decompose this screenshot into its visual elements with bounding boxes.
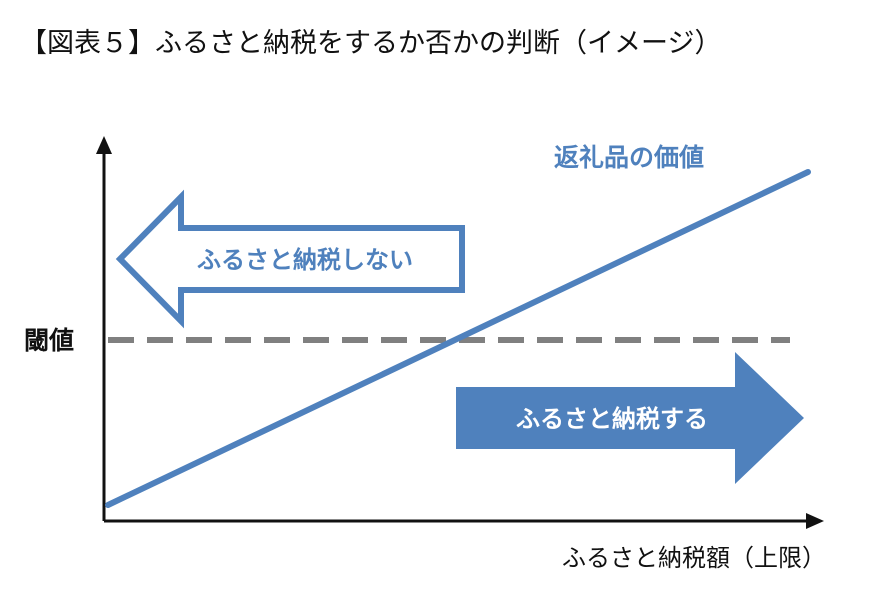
- x-axis-label: ふるさと納税額（上限）: [562, 544, 826, 572]
- threshold-label: 閾値: [24, 326, 74, 355]
- gift-value-label: 返礼品の価値: [554, 143, 704, 172]
- left-arrow-label: ふるさと納税しない: [197, 246, 413, 274]
- right-arrow-label: ふるさと納税する: [516, 405, 708, 433]
- right-arrow-shape: [456, 352, 804, 484]
- page-title: 【図表５】ふるさと納税をするか否かの判断（イメージ）: [20, 28, 722, 59]
- y-axis-arrowhead: [96, 136, 112, 154]
- gift-value-line: [105, 169, 811, 508]
- x-axis-arrowhead: [806, 513, 824, 529]
- left-arrow-shape: [115, 189, 465, 329]
